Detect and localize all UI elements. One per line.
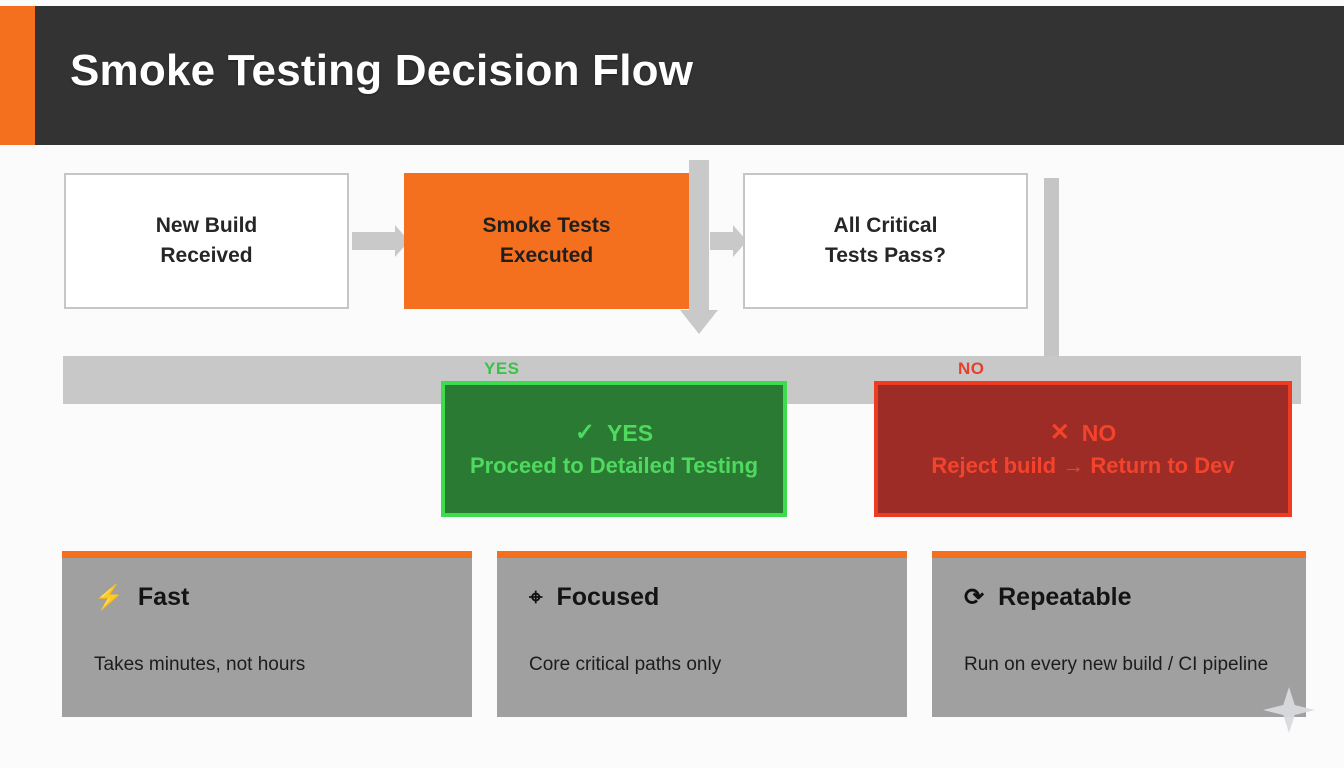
feature-card-fast: ⚡ Fast Takes minutes, not hours — [62, 551, 472, 717]
outcome-box-no: ✕ NO Reject build → Return to Dev — [874, 381, 1292, 517]
feature-card-accent-bar — [932, 551, 1306, 558]
arrow-down-icon — [680, 310, 718, 334]
feature-card-header: ⟳ Repeatable — [964, 583, 1306, 612]
arrow-right-icon-tests-to-decision — [710, 225, 747, 257]
feature-card-title: Repeatable — [998, 583, 1132, 611]
outcome-no-heading: ✕ NO — [1050, 420, 1117, 447]
feature-card-header: ⌖ Focused — [529, 583, 907, 612]
outcome-yes-heading: ✓ YES — [575, 420, 653, 447]
feature-card-title: Focused — [556, 583, 660, 611]
page-title: Smoke Testing Decision Flow — [70, 46, 694, 95]
repeat-refresh-icon: ⟳ — [964, 583, 985, 611]
feature-card-accent-bar — [497, 551, 907, 558]
feature-card-focused: ⌖ Focused Core critical paths only — [497, 551, 907, 717]
cross-icon: ✕ — [1049, 419, 1070, 446]
outcome-yes-label: YES — [607, 419, 654, 446]
header-accent-bar — [0, 6, 35, 145]
lightning-bolt-icon: ⚡ — [94, 583, 124, 611]
outcome-no-label: NO — [1081, 419, 1117, 446]
branch-label-no: NO — [958, 359, 985, 378]
feature-card-description: Run on every new build / CI pipeline — [964, 654, 1269, 675]
arrow-right-icon-build-to-tests — [352, 225, 409, 257]
outcome-box-yes: ✓ YES Proceed to Detailed Testing — [441, 381, 787, 517]
outcome-yes-description: Proceed to Detailed Testing — [469, 452, 759, 478]
feature-card-repeatable: ⟳ Repeatable Run on every new build / CI… — [932, 551, 1306, 717]
header-band — [0, 6, 1344, 145]
feature-card-header: ⚡ Fast — [94, 583, 472, 612]
feature-card-title: Fast — [137, 583, 190, 611]
feature-card-description: Core critical paths only — [529, 654, 722, 675]
branch-label-yes: YES — [484, 359, 520, 378]
check-icon: ✓ — [574, 419, 596, 446]
arrow-down-shaft — [689, 160, 709, 312]
feature-card-accent-bar — [62, 551, 472, 558]
connector-vertical-no-branch — [1044, 178, 1059, 356]
outcome-no-description: Reject build → Return to Dev — [931, 452, 1235, 478]
feature-card-description: Takes minutes, not hours — [94, 654, 306, 675]
target-dart-icon: ⌖ — [529, 583, 543, 611]
